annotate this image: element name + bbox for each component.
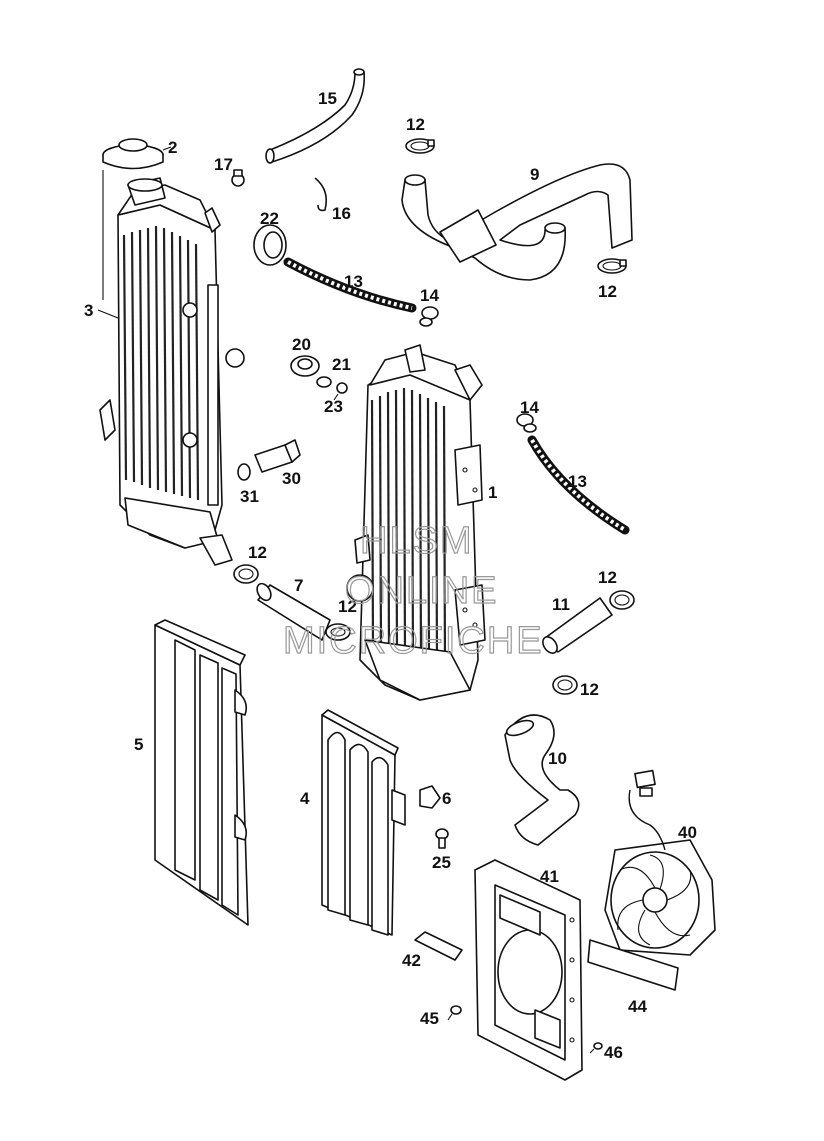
callout-22: 22 bbox=[260, 209, 279, 228]
hose-clamp-14-lower bbox=[516, 413, 537, 433]
hose-10 bbox=[504, 714, 580, 846]
callout-7: 7 bbox=[294, 576, 303, 595]
callout-21: 21 bbox=[332, 355, 351, 374]
callout-20: 20 bbox=[292, 335, 311, 354]
callout-13-upper: 13 bbox=[344, 272, 363, 291]
callout-45: 45 bbox=[420, 1009, 439, 1028]
callout-14-lower: 14 bbox=[520, 398, 539, 417]
grommet-20 bbox=[290, 355, 320, 377]
callout-12-top: 12 bbox=[406, 115, 425, 134]
callout-41: 41 bbox=[540, 867, 559, 886]
callout-42: 42 bbox=[402, 951, 421, 970]
callout-12-right-top: 12 bbox=[598, 282, 617, 301]
cooling-fan-40 bbox=[604, 769, 716, 956]
left-radiator-fins bbox=[122, 225, 200, 501]
hose-clamp-12-right-top bbox=[597, 258, 627, 274]
callout-30: 30 bbox=[282, 469, 301, 488]
watermark-line-3: MICROFICHE bbox=[283, 620, 544, 662]
callout-31: 31 bbox=[240, 487, 259, 506]
radiator-shroud-5 bbox=[154, 619, 249, 926]
hose-9 bbox=[401, 163, 633, 281]
left-radiator bbox=[97, 170, 245, 566]
screw-46 bbox=[589, 1042, 603, 1054]
callout-6: 6 bbox=[442, 789, 451, 808]
callout-12-right-low: 12 bbox=[580, 680, 599, 699]
callout-44: 44 bbox=[628, 997, 647, 1016]
seal-ring-31 bbox=[237, 463, 251, 481]
hose-clamp-12-center bbox=[325, 623, 351, 641]
callout-10: 10 bbox=[548, 749, 567, 768]
screw-23 bbox=[333, 382, 348, 401]
callout-25: 25 bbox=[432, 853, 451, 872]
screw-45 bbox=[447, 1005, 462, 1021]
watermark-line-2: ONLINE bbox=[345, 570, 498, 612]
callout-12-left: 12 bbox=[248, 543, 267, 562]
hose-clamp-12-right-mid bbox=[609, 590, 635, 610]
spacer-42 bbox=[414, 931, 463, 961]
temperature-sensor-30 bbox=[254, 439, 301, 473]
hose-7 bbox=[256, 582, 331, 641]
washer-21 bbox=[316, 376, 332, 388]
radiator-shroud-4 bbox=[321, 709, 406, 936]
callout-23: 23 bbox=[324, 397, 343, 416]
callout-1: 1 bbox=[488, 483, 497, 502]
hose-15 bbox=[265, 68, 366, 164]
watermark: HLSM ONLINE MICROFICHE bbox=[282, 519, 544, 662]
screw-25 bbox=[435, 828, 449, 849]
callout-46: 46 bbox=[604, 1043, 623, 1062]
callout-11: 11 bbox=[552, 595, 570, 614]
cover-plate-44 bbox=[587, 939, 679, 991]
callout-40: 40 bbox=[678, 823, 697, 842]
callout-16: 16 bbox=[332, 204, 351, 223]
watermark-line-1: HLSM bbox=[360, 520, 474, 562]
callout-12-center: 12 bbox=[338, 597, 357, 616]
right-radiator-fins bbox=[370, 387, 447, 669]
hose-11 bbox=[542, 597, 613, 654]
callout-3: 3 bbox=[84, 301, 93, 320]
hose-clamp-14-upper bbox=[419, 306, 439, 327]
callout-2: 2 bbox=[168, 138, 177, 157]
nut-6 bbox=[419, 785, 441, 809]
hose-clamp-12-right-low bbox=[552, 675, 578, 695]
callout-labels: 1 2 3 4 5 6 7 9 10 11 12 12 12 12 12 12 … bbox=[84, 89, 697, 1062]
callout-4: 4 bbox=[300, 789, 310, 808]
callout-5: 5 bbox=[134, 735, 143, 754]
overflow-hose-13-lower bbox=[527, 435, 630, 535]
callout-17: 17 bbox=[214, 155, 233, 174]
callout-14-upper: 14 bbox=[420, 286, 439, 305]
grommet-22 bbox=[253, 224, 287, 266]
overflow-hose-13-upper bbox=[283, 257, 417, 313]
callout-9: 9 bbox=[530, 165, 539, 184]
hose-clamp-12-left bbox=[233, 564, 259, 584]
hose-clip-16 bbox=[314, 177, 328, 212]
fan-bracket-41 bbox=[474, 859, 583, 1081]
hose-clamp-12-top bbox=[405, 138, 435, 154]
callout-13-lower: 13 bbox=[568, 472, 587, 491]
right-radiator bbox=[346, 344, 486, 701]
radiator-cap bbox=[102, 138, 172, 170]
callout-12-right-mid: 12 bbox=[598, 568, 617, 587]
screw-17 bbox=[231, 169, 245, 187]
callout-15: 15 bbox=[318, 89, 337, 108]
